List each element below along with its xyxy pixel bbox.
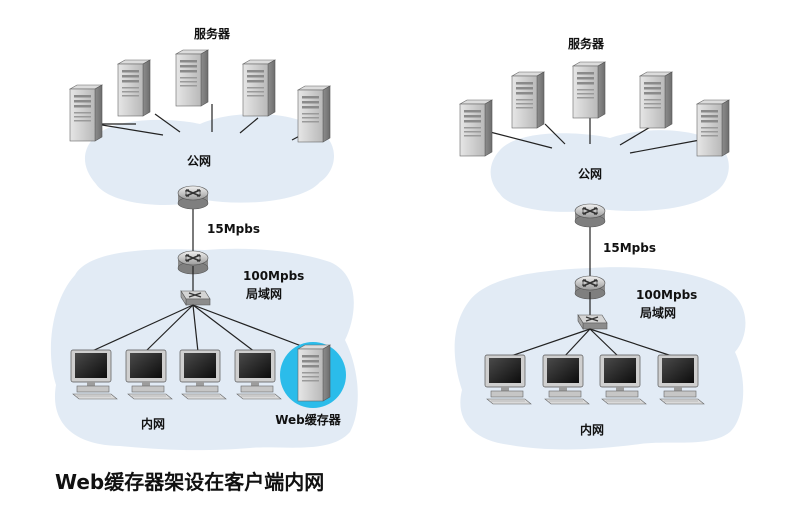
right-servers-label: 服务器	[568, 36, 605, 51]
left-server-icon	[175, 49, 209, 107]
right-server-icon	[459, 99, 493, 157]
left-public-net-label: 公网	[187, 154, 211, 168]
right-switch-icon	[577, 314, 608, 330]
right-lan-label: 局域网	[640, 305, 676, 320]
left-lan-speed-label: 100Mpbs	[243, 269, 304, 283]
left-public-cloud	[84, 113, 334, 205]
left-intranet-label: 内网	[141, 416, 165, 431]
diagram-caption: Web缓存器架设在客户端内网	[55, 470, 324, 494]
right-topology: 服务器 公网 15Mpbs 100Mpbs 局域网 内网	[454, 36, 746, 450]
left-server-icon	[117, 59, 151, 117]
right-server-icon	[639, 71, 673, 129]
left-lan-label: 局域网	[246, 286, 282, 301]
left-switch-icon	[180, 290, 211, 306]
right-server-icon	[572, 61, 606, 119]
right-lan-speed-label: 100Mpbs	[636, 288, 697, 302]
web-cache-server-icon	[297, 344, 331, 402]
left-servers-label: 服务器	[194, 26, 231, 41]
right-server-icon	[696, 99, 730, 157]
right-server-links	[489, 114, 701, 154]
left-topology: 服务器 公网 15Mpbs 100Mpbs 局域网 内网 Web缓存器	[50, 26, 358, 451]
right-server-icon	[511, 71, 545, 129]
right-link-speed-label: 15Mpbs	[603, 241, 656, 255]
left-server-icon	[69, 84, 103, 142]
right-host-links	[504, 328, 679, 359]
left-edge-router-icon	[177, 185, 209, 210]
web-cache-label: Web缓存器	[275, 412, 342, 427]
right-public-cloud	[490, 130, 729, 212]
left-lan-cloud	[50, 248, 358, 451]
right-public-net-label: 公网	[578, 167, 602, 181]
left-server-icon	[297, 85, 331, 143]
left-server-icon	[242, 59, 276, 117]
left-host-links	[89, 304, 313, 353]
right-intranet-label: 内网	[580, 422, 604, 437]
right-edge-router-icon	[574, 203, 606, 228]
left-link-speed-label: 15Mpbs	[207, 222, 260, 236]
